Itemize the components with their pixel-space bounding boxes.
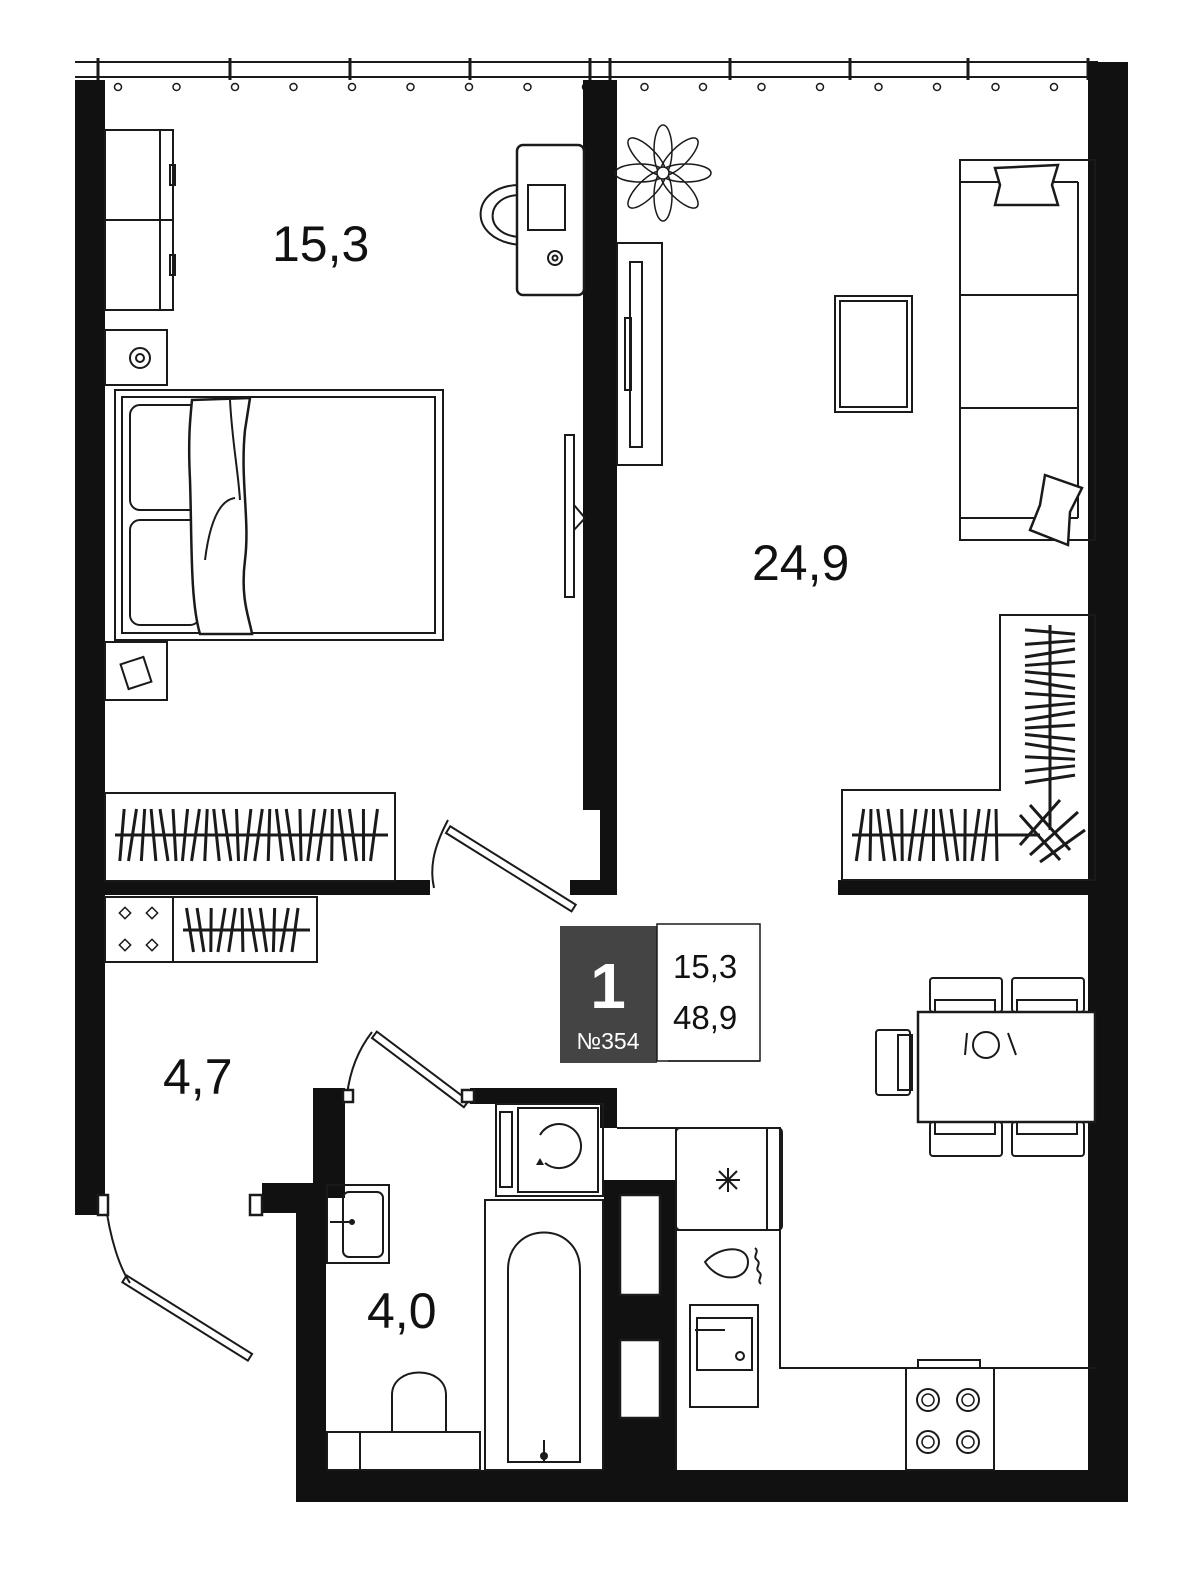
- toilet: [326, 1371, 481, 1471]
- apartment-badge: 1 №354 15,3 48,9: [560, 923, 761, 1063]
- desk-with-chair: [479, 143, 586, 297]
- tv-unit-living: [616, 242, 663, 466]
- area-bathroom: 4,0: [367, 1283, 437, 1339]
- bathtub: [484, 1199, 604, 1471]
- door-bedroom: [431, 819, 578, 913]
- dining-table: [875, 977, 1097, 1157]
- washing-machine: [495, 1103, 604, 1197]
- balcony-railing: [75, 58, 1098, 92]
- area-bedroom: 15,3: [272, 216, 369, 272]
- apartment-number: №354: [576, 1028, 639, 1054]
- tv-unit-bedroom: [564, 434, 587, 598]
- nightstand-top: [104, 329, 168, 386]
- living-area: 15,3: [673, 948, 737, 985]
- total-area: 48,9: [673, 999, 737, 1036]
- area-living-room: 24,9: [752, 535, 849, 591]
- sofa: [959, 159, 1096, 547]
- refrigerator: [675, 1127, 783, 1231]
- house-plant: [614, 124, 712, 222]
- dishwasher-kettle: [703, 1247, 762, 1285]
- nightstand-bottom: [104, 641, 168, 701]
- door-entrance: [96, 1193, 264, 1363]
- snowflake-icon: [716, 1168, 740, 1192]
- room-count: 1: [590, 950, 626, 1022]
- walls: [75, 62, 1128, 1502]
- area-hall: 4,7: [163, 1049, 233, 1105]
- bathroom-sink: [326, 1184, 390, 1264]
- wardrobe-top-left: [104, 129, 176, 311]
- door-bathroom: [341, 1030, 476, 1109]
- corner-wardrobe: [841, 614, 1096, 881]
- stove: [905, 1359, 995, 1471]
- double-bed: [114, 389, 444, 641]
- kitchen-sink: [689, 1304, 759, 1408]
- shoe-cabinet: [104, 896, 318, 963]
- coffee-table: [834, 295, 913, 413]
- closet-bedroom: [104, 792, 396, 882]
- kitchen-counter: [617, 1127, 1095, 1470]
